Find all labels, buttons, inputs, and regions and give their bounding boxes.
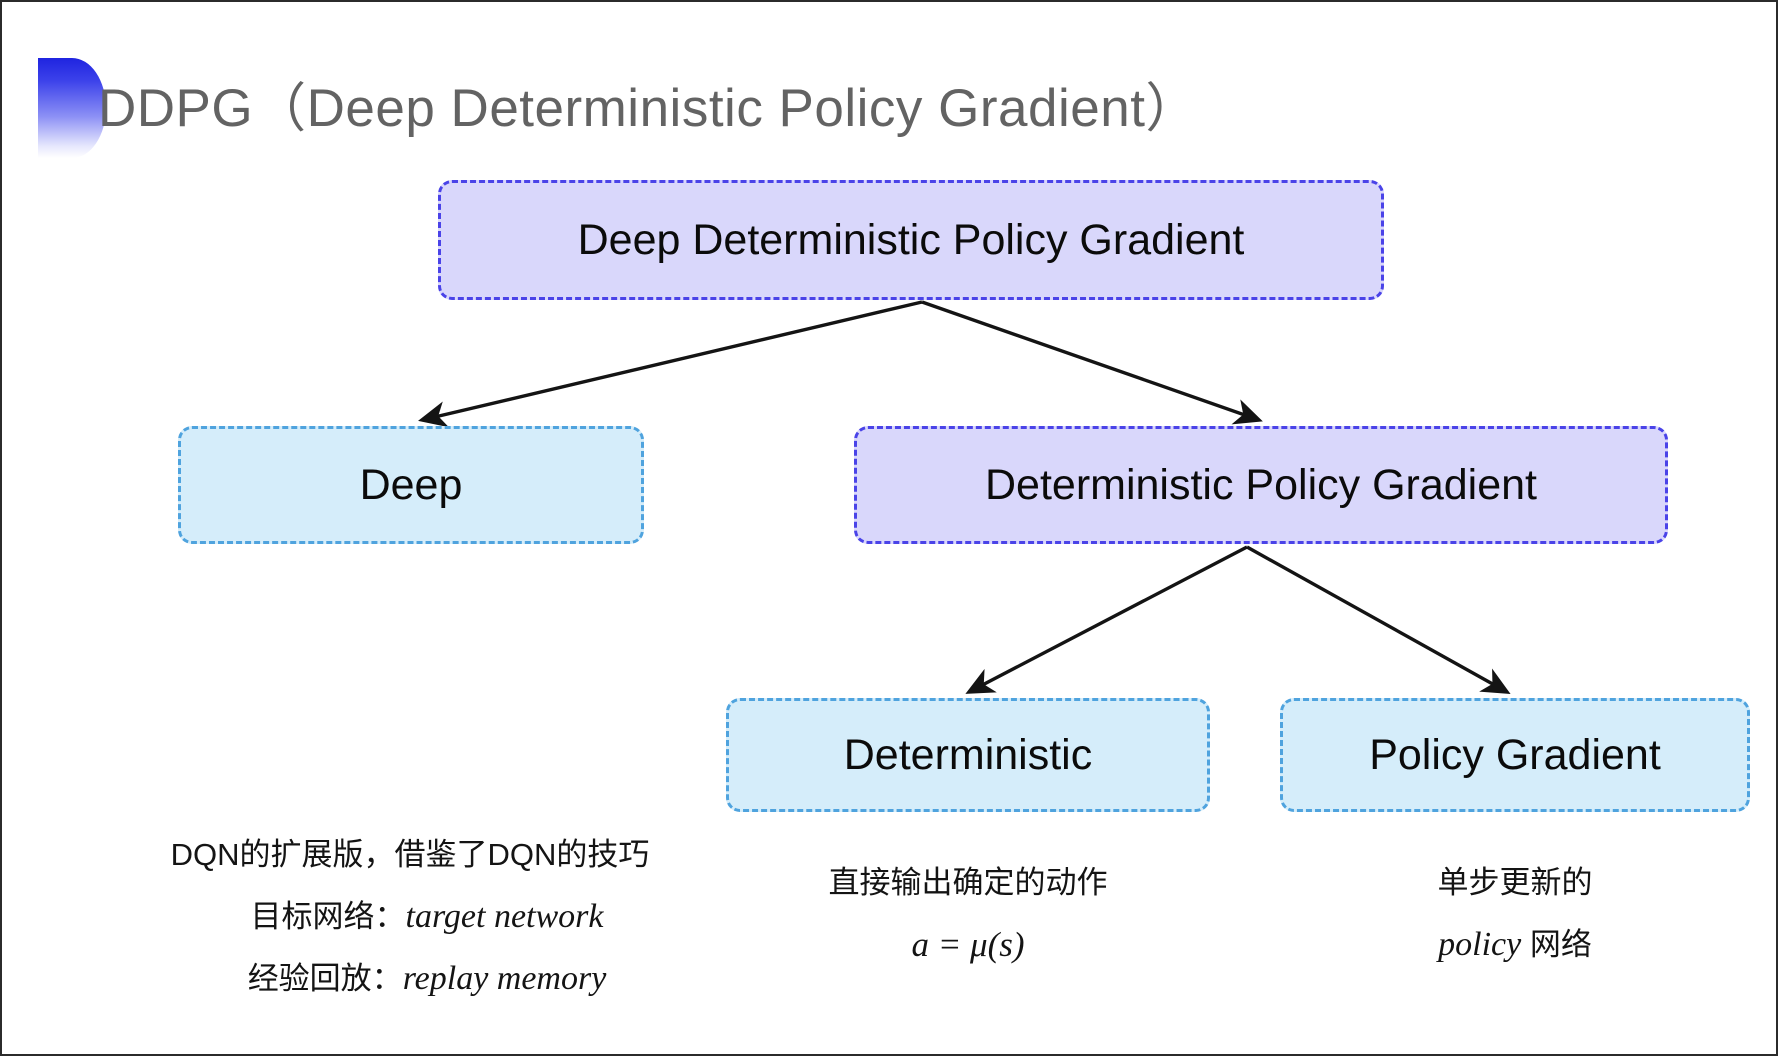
edge-root-to-deep bbox=[418, 300, 923, 428]
gradient-half-circle-bullet-icon bbox=[38, 58, 106, 158]
node-deterministic[interactable]: Deterministic bbox=[726, 698, 1210, 812]
caption-policy-gradient-suffix: 网络 bbox=[1529, 927, 1592, 962]
caption-deep-line2-term: target network bbox=[405, 898, 604, 935]
caption-policy-gradient: 单步更新的 policy 网络 bbox=[1260, 852, 1770, 976]
caption-deep: DQN的扩展版，借鉴了DQN的技巧 目标网络：target network 经验… bbox=[150, 824, 670, 1010]
edge-root-to-dpg bbox=[921, 300, 1263, 425]
node-dpg-label: Deterministic Policy Gradient bbox=[984, 460, 1537, 509]
caption-policy-gradient-line1: 单步更新的 bbox=[1437, 865, 1593, 900]
node-root-label: Deep Deterministic Policy Gradient bbox=[577, 215, 1245, 264]
node-deterministic-label: Deterministic bbox=[843, 730, 1093, 779]
edge-dpg-to-policy-gradient bbox=[1246, 545, 1511, 694]
node-deep-label: Deep bbox=[359, 460, 463, 509]
caption-deep-line3: 经验回放：replay memory bbox=[150, 948, 670, 1010]
caption-deterministic: 直接输出确定的动作 a = μ(s) bbox=[708, 852, 1228, 976]
node-policy-gradient-label: Policy Gradient bbox=[1369, 730, 1661, 779]
caption-policy-gradient-line2: policy 网络 bbox=[1260, 914, 1770, 976]
caption-deterministic-formula: a = μ(s) bbox=[911, 925, 1025, 964]
node-root[interactable]: Deep Deterministic Policy Gradient bbox=[438, 180, 1384, 300]
caption-deep-line3-term: replay memory bbox=[402, 960, 607, 997]
page-title: DDPG（Deep Deterministic Policy Gradient） bbox=[98, 79, 1199, 138]
node-deep[interactable]: Deep bbox=[178, 426, 644, 544]
caption-deterministic-line1: 直接输出确定的动作 bbox=[828, 865, 1108, 900]
edge-dpg-to-deterministic bbox=[965, 545, 1248, 694]
node-policy-gradient[interactable]: Policy Gradient bbox=[1280, 698, 1750, 812]
caption-policy-gradient-term: policy bbox=[1438, 926, 1522, 963]
caption-deep-line1: DQN的扩展版，借鉴了DQN的技巧 bbox=[170, 837, 650, 872]
node-deterministic-policy-gradient[interactable]: Deterministic Policy Gradient bbox=[854, 426, 1668, 544]
caption-deep-line3-label: 经验回放： bbox=[247, 961, 403, 996]
caption-deep-line2-label: 目标网络： bbox=[250, 899, 406, 934]
caption-deep-line2: 目标网络：target network bbox=[150, 886, 670, 948]
